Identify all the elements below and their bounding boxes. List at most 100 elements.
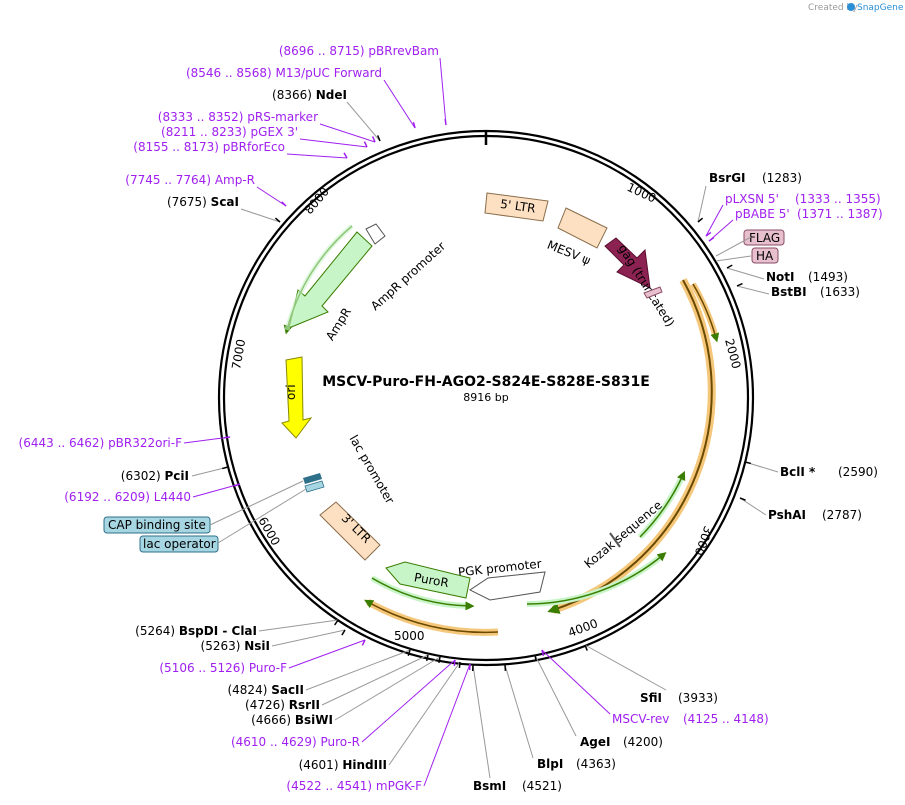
flag-label: FLAG [749, 231, 780, 245]
label-pbrrevbam[interactable]: (8696 .. 8715) pBRrevBam [279, 44, 439, 58]
site-tick [334, 619, 339, 626]
label-position: (4610 .. 4629) [231, 735, 321, 749]
label-name: BsrGI [709, 171, 746, 185]
plasmid-size: 8916 bp [463, 391, 508, 404]
mesv-feature[interactable]: MESV ψ [545, 207, 608, 268]
label-hindiii[interactable]: (4601) HindIII [299, 758, 387, 772]
leader-line [192, 483, 241, 498]
flag-ha-mark [643, 286, 663, 299]
lac-region[interactable]: lac promoter [303, 433, 397, 507]
label-bsiwi[interactable]: (4666) BsiWI [251, 713, 333, 727]
label-bsmi[interactable]: BsmI(4521) [473, 779, 562, 793]
label-prs-marker[interactable]: (8333 .. 8352) pRS-marker [158, 110, 318, 124]
label-position: (3933) [678, 691, 718, 705]
label-name: NdeI [316, 88, 347, 102]
ampr-promoter-feature[interactable]: AmpR promoter [365, 223, 448, 313]
label-rsrii[interactable]: (4726) RsrII [245, 698, 320, 712]
site-labels: BsrGI(1283) pLXSN 5'(1333 .. 1355)pBABE 5… [19, 44, 883, 793]
label-sfii[interactable]: SfiI(3933) [640, 691, 718, 705]
label-pgex-3[interactable]: (8211 .. 8233) pGEX 3' [161, 125, 298, 139]
site-tick [453, 659, 456, 667]
label-pbrforeco[interactable]: (8155 .. 8173) pBRforEco [133, 140, 285, 154]
label-bsrgi[interactable]: BsrGI(1283) [709, 171, 802, 185]
ha-box[interactable]: HA [751, 247, 779, 264]
label-name: HindIII [342, 758, 387, 772]
label-scai[interactable]: (7675) ScaI [167, 195, 239, 209]
label-name: BstBI [771, 285, 807, 299]
label-name: AgeI [580, 735, 610, 749]
leader-line [439, 57, 447, 126]
label-ndei[interactable]: (8366) NdeI [272, 88, 347, 102]
label-position: (1333 .. 1355) [795, 192, 881, 206]
site-tick [425, 654, 429, 662]
label-name: M13/pUC Forward [275, 66, 382, 80]
ha-label: HA [756, 249, 774, 263]
leader-line [705, 204, 724, 237]
label-position: (8211 .. 8233) [161, 125, 251, 139]
label-position: (4824) [227, 683, 271, 697]
label-name: pBRforEco [223, 140, 285, 154]
label-position: (5264) [135, 624, 179, 638]
leader-line [504, 664, 534, 759]
flag-box[interactable]: FLAG [743, 229, 785, 246]
label-m13-puc-forward[interactable]: (8546 .. 8568) M13/pUC Forward [186, 66, 382, 80]
label-amp-r[interactable]: (7745 .. 7764) Amp-R [125, 173, 255, 187]
label-puro-r[interactable]: (4610 .. 4629) Puro-R [231, 735, 360, 749]
label-mpgk-f[interactable]: (4522 .. 4541) mPGK-F [286, 779, 422, 793]
ltr5-feature[interactable]: 5' LTR [484, 192, 549, 222]
label-bspdi-clai[interactable]: (5264) BspDI - ClaI [135, 624, 257, 638]
label-name: BsiWI [295, 713, 333, 727]
cap-box[interactable]: CAP binding site [103, 516, 211, 534]
puror-feature[interactable]: PuroR [364, 561, 499, 636]
leader-line [423, 663, 471, 787]
leader-line [383, 79, 416, 129]
label-position: (4522 .. 4541) [286, 779, 376, 793]
label-position: (2590) [838, 465, 878, 479]
label-noti[interactable]: NotI(1493) [766, 270, 848, 284]
created-by-text: Created by [808, 3, 858, 13]
label-position: (4601) [299, 758, 343, 772]
lac-promoter-label: lac promoter [347, 433, 398, 507]
label-position: (8366) [272, 88, 316, 102]
leader-line [736, 285, 770, 295]
label-pcii[interactable]: (6302) PciI [121, 469, 189, 483]
label-bcli[interactable]: BclI *(2590) [780, 465, 878, 479]
label-bstbi[interactable]: BstBI(1633) [771, 285, 860, 299]
leader-line [286, 153, 348, 159]
label-pbabe-5[interactable]: pBABE 5'(1371 .. 1387) [735, 207, 883, 221]
label-name: mPGK-F [376, 779, 422, 793]
ampr-feature[interactable]: AmpR [283, 224, 373, 343]
leader-line [319, 123, 376, 143]
leader-line [697, 185, 707, 223]
label-puro-f[interactable]: (5106 .. 5126) Puro-F [159, 661, 287, 675]
site-tick [361, 639, 366, 646]
label-mscv-rev[interactable]: MSCV-rev(4125 .. 4148) [612, 712, 769, 726]
label-plxsn-5[interactable]: pLXSN 5'(1333 .. 1355) [725, 192, 881, 206]
label-pshai[interactable]: PshAI(2787) [768, 508, 862, 522]
kozak-orf[interactable] [526, 470, 686, 607]
ori-feature[interactable]: ori [281, 356, 313, 439]
label-position: (4363) [576, 757, 616, 771]
label-agei[interactable]: AgeI(4200) [580, 735, 663, 749]
label-blpi[interactable]: BlpI(4363) [537, 757, 616, 771]
pgk-promoter-feature[interactable]: PGK promoter [457, 557, 546, 601]
leader-line [346, 101, 381, 142]
leader-line [321, 654, 429, 706]
lac-operator-box[interactable]: lac operator [139, 535, 219, 553]
ori-label: ori [284, 384, 298, 400]
ltr5-label: 5' LTR [499, 197, 536, 216]
label-nsii[interactable]: (5263) NsiI [201, 639, 270, 653]
label-pbr322ori-f[interactable]: (6443 .. 6462) pBR322ori-F [19, 436, 183, 450]
ltr3-feature[interactable]: 3' LTR [319, 501, 381, 561]
label-name: Puro-F [249, 661, 287, 675]
site-tick [343, 152, 348, 159]
gag-feature[interactable]: gag (truncated) [604, 237, 677, 329]
leader-line [183, 436, 231, 444]
label-l4440[interactable]: (6192 .. 6209) L4440 [64, 490, 191, 504]
label-sacii[interactable]: (4824) SacII [227, 683, 304, 697]
label-name: ScaI [211, 195, 239, 209]
site-tick [534, 654, 537, 662]
label-position: (7745 .. 7764) [125, 173, 215, 187]
site-tick [541, 649, 545, 657]
ago2-orf[interactable] [547, 278, 720, 614]
